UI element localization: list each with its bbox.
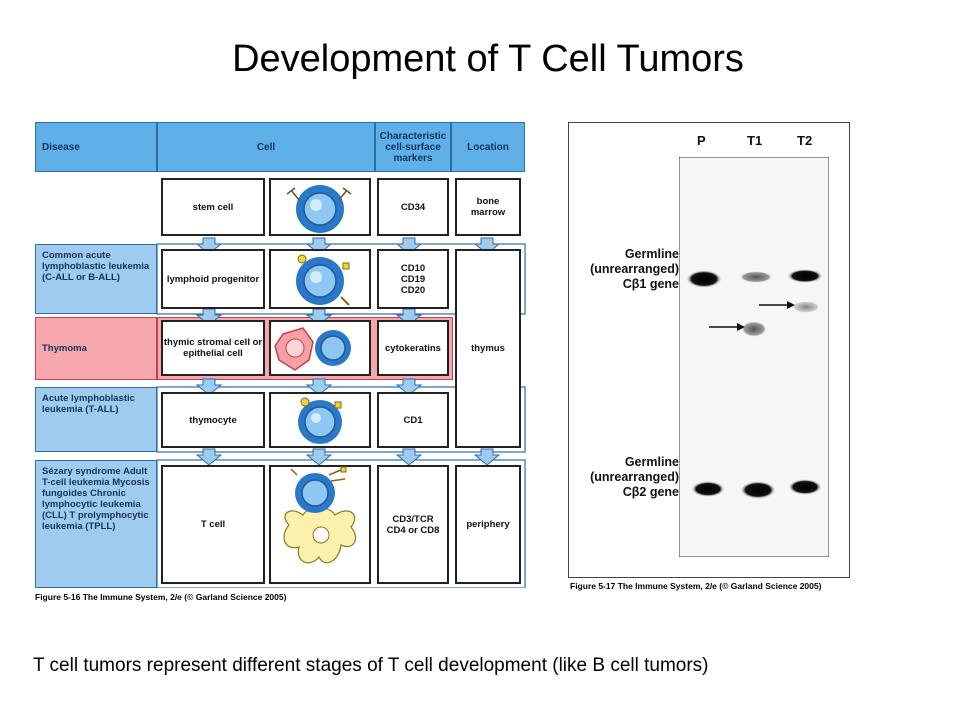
lane-label-t2: T2 (797, 133, 813, 148)
slide-footer-text: T cell tumors represent different stages… (33, 655, 709, 676)
gel-figure-frame: P T1 T2 Germline (unrearranged) Cβ1 gene… (568, 122, 850, 578)
t-cell-icon (283, 466, 356, 564)
tumor-table-figure: Disease Cell Characteristic cell-surface… (35, 122, 553, 588)
location-periphery: periphery (455, 465, 521, 584)
marker-cd1: CD1 (377, 392, 449, 448)
slide-title: Development of T Cell Tumors (232, 38, 744, 80)
lymphoid-progenitor-icon (296, 254, 350, 306)
marker-cytokeratins: cytokeratins (377, 320, 449, 376)
header-disease: Disease (35, 122, 157, 172)
marker-cd34: CD34 (377, 178, 449, 236)
label-cb2-germline: Germline (unrearranged) Cβ2 gene (590, 455, 679, 499)
marker-cd10-cd19-cd20: CD10 CD19 CD20 (377, 249, 449, 309)
header-cell: Cell (157, 122, 375, 172)
disease-thymoma: Thymoma (35, 317, 157, 380)
figure-5-16-caption: Figure 5-16 The Immune System, 2/e (© Ga… (35, 592, 287, 602)
location-bone-marrow: bone marrow (455, 178, 521, 236)
location-thymus: thymus (455, 249, 521, 448)
label-cb1-germline: Germline (unrearranged) Cβ1 gene (590, 247, 679, 291)
disease-t-cell-tumors: Sézary syndrome Adult T-cell leukemia My… (35, 460, 157, 588)
gel-image (679, 157, 829, 557)
rearranged-band-arrows (709, 301, 795, 331)
disease-t-all: Acute lymphoblastic leukemia (T-ALL) (35, 387, 157, 452)
thymic-stromal-icon (274, 327, 351, 371)
cell-t-cell: T cell (161, 465, 265, 584)
thymocyte-icon (298, 397, 342, 444)
cell-lymphoid-progenitor: lymphoid progenitor (161, 249, 265, 309)
figure-5-17-caption: Figure 5-17 The Immune System, 2/e (© Ga… (570, 581, 822, 591)
cell-stem-cell: stem cell (161, 178, 265, 236)
lane-label-p: P (697, 133, 706, 148)
cell-thymocyte: thymocyte (161, 392, 265, 448)
lane-label-t1: T1 (747, 133, 763, 148)
header-markers: Characteristic cell-surface markers (375, 122, 451, 172)
stem-cell-icon (286, 185, 352, 233)
header-location: Location (451, 122, 525, 172)
cell-thymic-stromal: thymic stromal cell or epithelial cell (161, 320, 265, 376)
marker-cd3-tcr: CD3/TCR CD4 or CD8 (377, 465, 449, 584)
